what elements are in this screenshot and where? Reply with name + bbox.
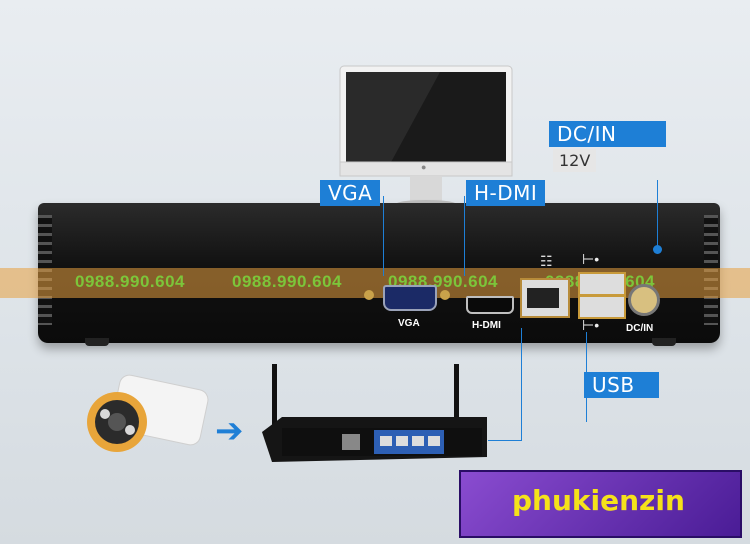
lan-leader-horizontal <box>488 440 522 441</box>
usb-icon-top: ⊢• <box>582 251 600 267</box>
foot-left <box>85 338 109 346</box>
network-icon: ☷ <box>540 253 553 269</box>
hdmi-port <box>466 296 514 314</box>
vga-port <box>383 285 437 311</box>
voltage-badge: 12V <box>553 149 597 172</box>
watermark-phone-1: 0988.990.604 <box>75 272 185 291</box>
vga-leader-line <box>383 196 384 276</box>
apple-logo-icon: ● <box>421 162 427 172</box>
hdmi-port-label: H-DMI <box>472 320 501 331</box>
vga-screw-right <box>440 290 450 300</box>
hdmi-leader-line <box>464 196 465 276</box>
monitor-illustration <box>339 65 513 208</box>
lan-leader-line <box>521 328 522 440</box>
arrow-right-icon: ➔ <box>215 412 244 450</box>
dcin-leader-dot <box>653 245 662 254</box>
hdmi-callout: H-DMI <box>466 180 546 206</box>
vga-screw-left <box>364 290 374 300</box>
dcin-callout: DC/IN <box>549 121 667 147</box>
watermark-phone-2: 0988.990.604 <box>232 272 342 291</box>
dc-in-port-label: DC/IN <box>626 323 654 334</box>
dcin-leader-line <box>657 180 658 250</box>
brand-text: phukienzin <box>512 484 685 517</box>
vga-callout: VGA <box>320 180 381 206</box>
usb-icon: ⊢• <box>582 317 600 333</box>
usb-callout: USB <box>584 372 659 398</box>
usb-port-top <box>578 272 626 296</box>
usb-port-bottom <box>578 295 626 319</box>
foot-right <box>652 338 676 346</box>
lan-port-inner <box>527 288 559 308</box>
vga-port-label: VGA <box>398 318 420 329</box>
router-illustration <box>262 364 487 462</box>
camera-illustration <box>87 374 209 452</box>
dc-in-port <box>628 284 660 316</box>
brand-box <box>459 470 742 538</box>
